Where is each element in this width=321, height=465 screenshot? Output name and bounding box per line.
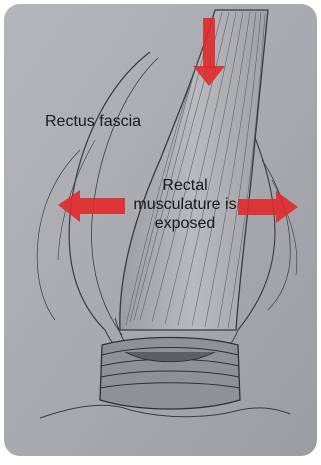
label-rectus-fascia: Rectus fascia xyxy=(45,112,141,131)
label-line: exposed xyxy=(120,214,250,233)
label-line: musculature is xyxy=(120,195,250,214)
label-line: Rectal xyxy=(120,176,250,195)
anal-ring-drawing xyxy=(100,338,240,410)
label-rectal-musculature: Rectal musculature is exposed xyxy=(120,176,250,233)
